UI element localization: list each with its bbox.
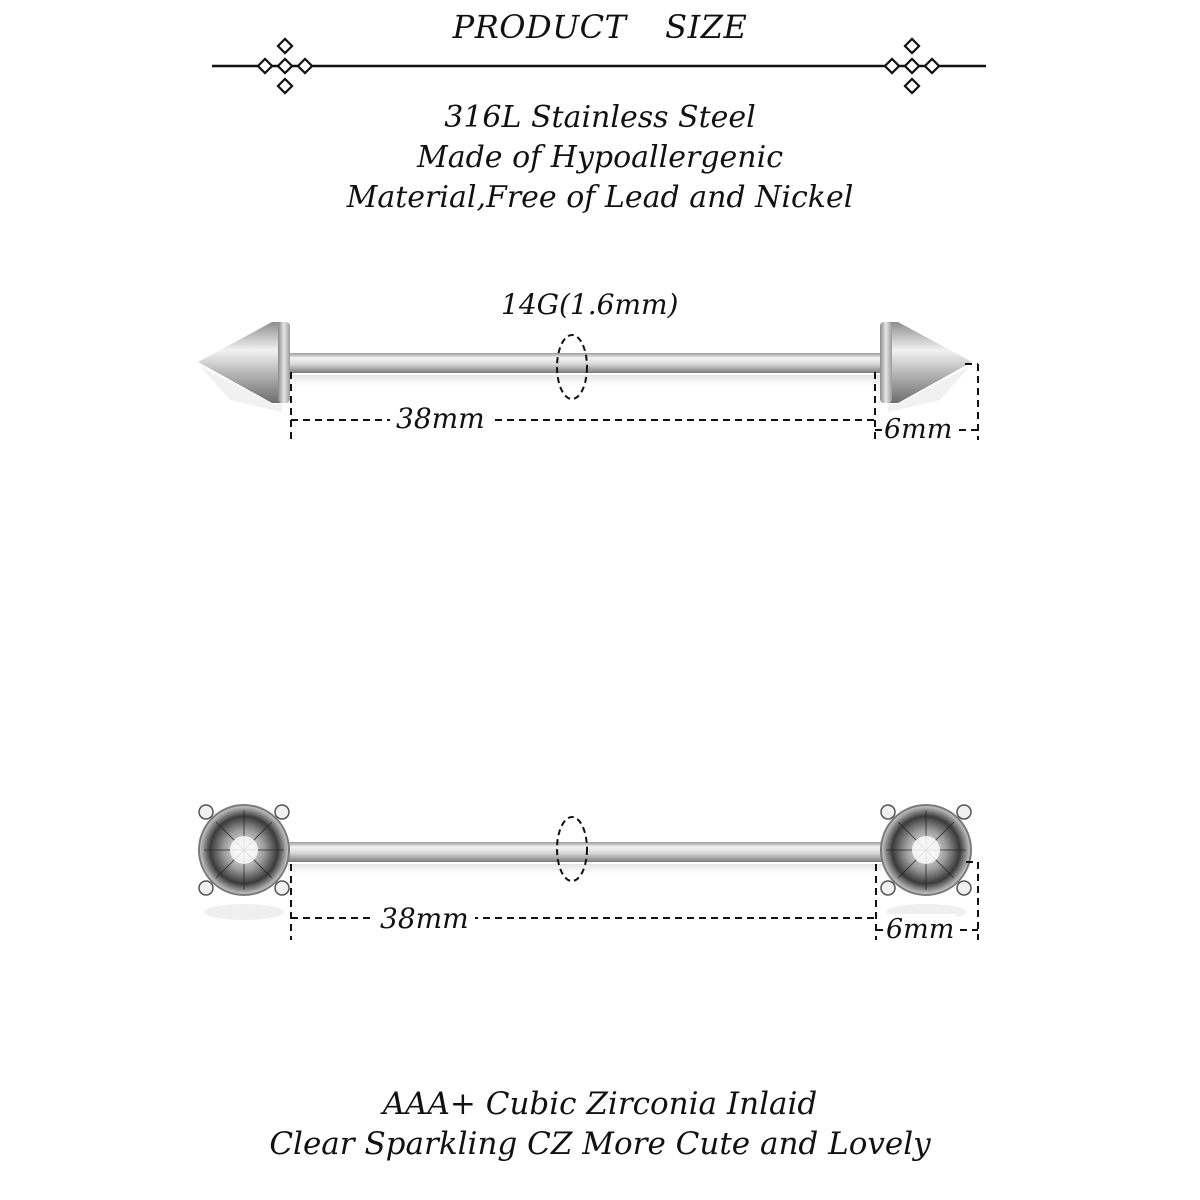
- spike-barbell: [198, 322, 979, 440]
- cz-gem-icon: [880, 804, 972, 920]
- cz-length-label: 38mm: [374, 902, 475, 935]
- gauge-label: 14G(1.6mm): [501, 288, 679, 321]
- cz-barbell: [198, 804, 979, 940]
- cz-end-size-label: 6mm: [884, 914, 957, 945]
- spike-end-icon: [880, 322, 972, 412]
- cz-gem-icon: [198, 804, 290, 920]
- spike-length-label: 38mm: [390, 402, 491, 435]
- footer-cz-sparkling: Clear Sparkling CZ More Cute and Lovely: [269, 1126, 931, 1162]
- diamond-ornament-icon: [883, 37, 941, 95]
- page-title: PRODUCT SIZE: [452, 8, 748, 46]
- spike-end-icon: [198, 322, 290, 412]
- diamond-ornament-icon: [256, 37, 314, 95]
- footer-cz-inlaid: AAA+ Cubic Zirconia Inlaid: [382, 1086, 818, 1122]
- spike-end-size-label: 6mm: [882, 414, 955, 445]
- spec-free-of: Material,Free of Lead and Nickel: [346, 180, 854, 215]
- spec-hypoallergenic: Made of Hypoallergenic: [416, 140, 784, 175]
- spec-material: 316L Stainless Steel: [444, 100, 756, 135]
